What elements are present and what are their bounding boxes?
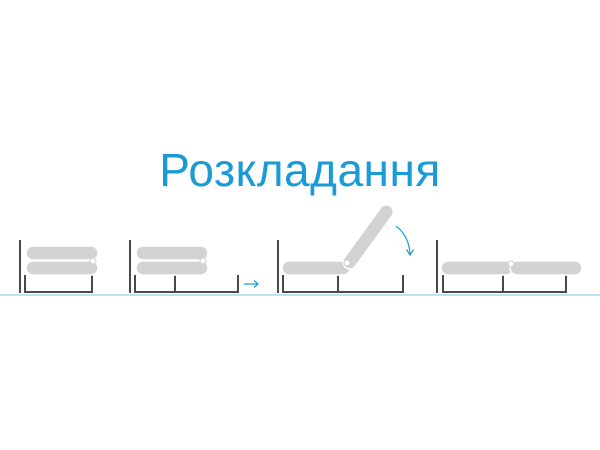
- frame-base: [282, 275, 338, 293]
- hinge-icon: [343, 259, 351, 267]
- right-arrow-icon: [244, 280, 259, 288]
- page-title: Розкладання: [159, 144, 441, 196]
- hinge-icon: [199, 257, 207, 265]
- cushion-seat: [281, 260, 351, 276]
- cushion-top: [135, 245, 209, 261]
- curved-arrow-icon: [395, 225, 415, 257]
- frame-base: [24, 275, 93, 293]
- frame-base: [134, 275, 175, 293]
- frame-extension: [502, 275, 567, 293]
- cushion-back-flat: [509, 260, 583, 276]
- frame-extension: [174, 275, 239, 293]
- frame-base: [442, 275, 503, 293]
- hinge-icon: [89, 257, 97, 265]
- cushion-top: [25, 245, 99, 261]
- step-unfolded-bed: [436, 240, 583, 293]
- cushion-bottom: [135, 260, 209, 276]
- step-folded-chair: [19, 240, 99, 293]
- frame-extension: [337, 275, 404, 293]
- cushion-seat: [440, 260, 514, 276]
- hinge-icon: [507, 260, 515, 268]
- cushion-back-rotating: [342, 204, 395, 270]
- step-frame-extended: [129, 240, 239, 293]
- step-back-cushion-flipping: [277, 204, 415, 293]
- cushion-bottom: [25, 260, 99, 276]
